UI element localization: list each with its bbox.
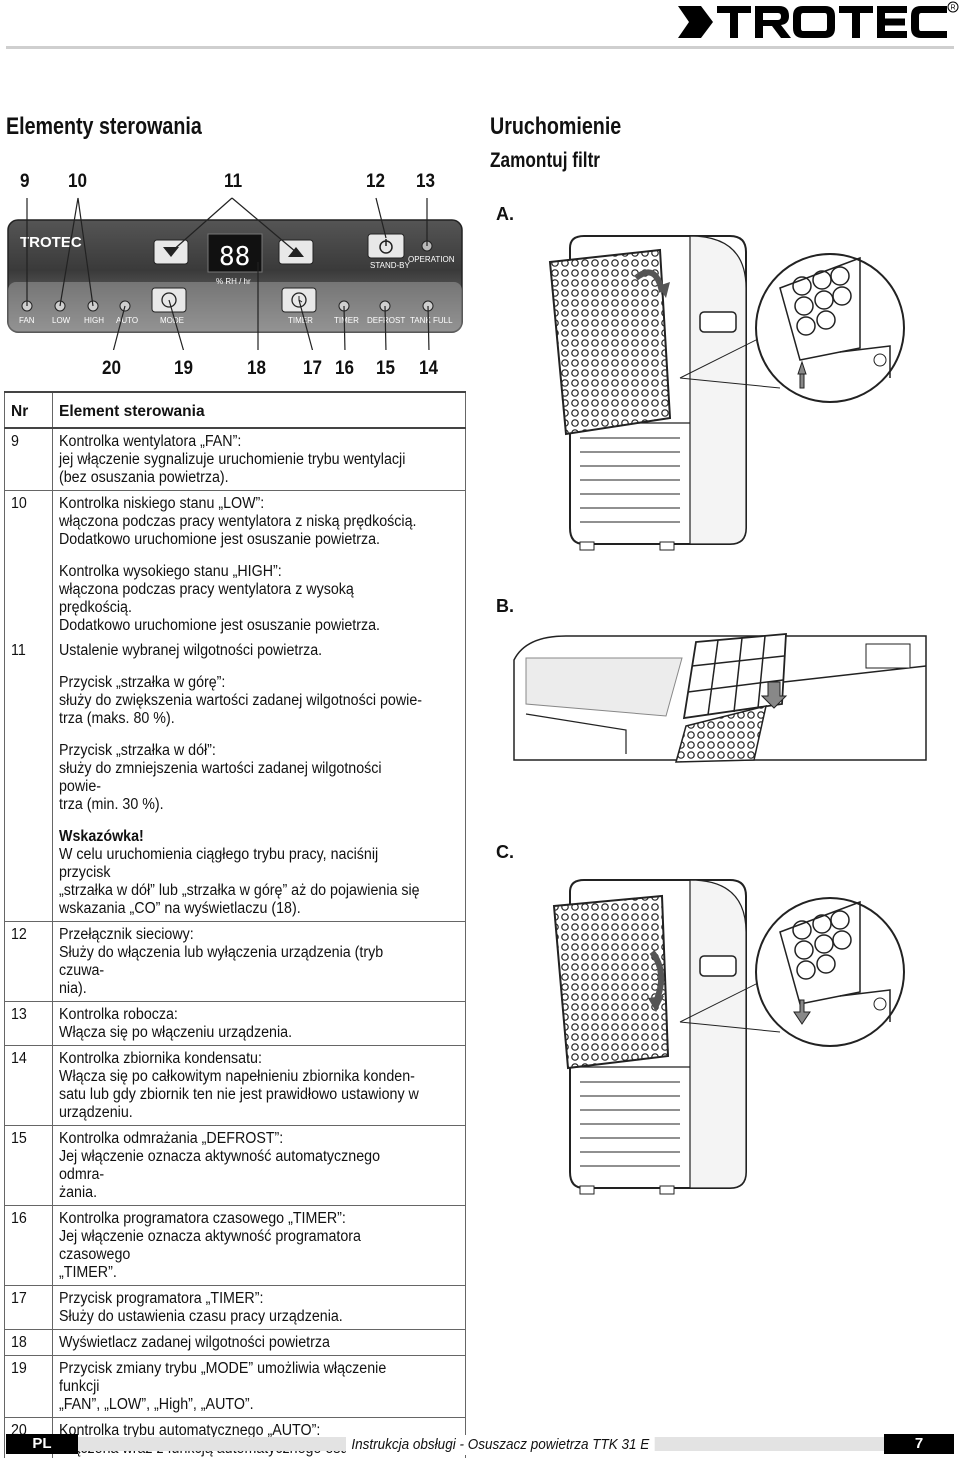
figure-label-b: B. xyxy=(496,596,514,616)
table-row: 19 Przycisk zmiany trybu „MODE” umożliwi… xyxy=(4,1355,466,1418)
svg-text:STAND-BY: STAND-BY xyxy=(370,261,411,270)
table-row: 12 Przełącznik sieciowy: Służy do włącze… xyxy=(4,921,466,1002)
control-panel-diagram: TROTEC 88 % RH / hr STAND-BY OPERATION xyxy=(7,197,463,350)
humidity-display: 88 % RH / hr xyxy=(207,233,263,286)
clock-icon xyxy=(291,292,307,308)
illustration-install-filter-b xyxy=(513,633,927,763)
svg-text:OPERATION: OPERATION xyxy=(408,255,455,264)
svg-text:HIGH: HIGH xyxy=(84,316,104,325)
row-text: Kontrolka wentylatora „FAN”: jej włączen… xyxy=(59,433,406,486)
svg-text:AUTO: AUTO xyxy=(116,316,138,325)
trotec-logo: R xyxy=(678,1,959,38)
row-number: 19 xyxy=(11,1360,27,1377)
row-number: 9 xyxy=(11,433,19,450)
page-footer: PL Instrukcja obsługi - Osuszacz powietr… xyxy=(6,1434,954,1455)
row-text: Wyświetlacz zadanej wilgotności powietrz… xyxy=(59,1334,330,1351)
figure-label-a: A. xyxy=(496,204,514,224)
row-text: Kontrolka niskiego stanu „LOW”: włączona… xyxy=(59,495,417,548)
callout-17: 17 xyxy=(303,358,323,379)
svg-text:TANK FULL: TANK FULL xyxy=(410,316,453,325)
row-text: Przycisk zmiany trybu „MODE” umożliwia w… xyxy=(59,1360,387,1413)
callout-20: 20 xyxy=(102,358,122,379)
callout-11: 11 xyxy=(224,171,243,192)
row-text: Przycisk programatora „TIMER”: Służy do … xyxy=(59,1290,343,1325)
header-rule xyxy=(6,46,954,49)
illustration-install-filter-a xyxy=(548,235,905,551)
callout-14: 14 xyxy=(419,358,439,379)
svg-text:TROTEC: TROTEC xyxy=(20,234,82,251)
svg-text:DEFROST: DEFROST xyxy=(367,316,405,325)
table-row: 14 Kontrolka zbiornika kondensatu: Włącz… xyxy=(4,1045,466,1126)
row-number: 11 xyxy=(11,642,26,659)
footer-page-number: 7 xyxy=(884,1434,954,1454)
callout-15: 15 xyxy=(376,358,396,379)
row-number: 15 xyxy=(11,1130,27,1147)
column-header-element: Element sterowania xyxy=(52,392,466,428)
row-number: 10 xyxy=(11,495,27,512)
table-header: Nr Element sterowania xyxy=(4,392,466,428)
row-number: 13 xyxy=(11,1006,27,1023)
row-text-secondary: Przycisk „strzałka w górę”: służy do zwi… xyxy=(59,674,423,727)
section-title-controls: Elementy sterowania xyxy=(6,113,202,140)
power-button[interactable]: STAND-BY xyxy=(367,233,411,270)
note-title: Wskazówka! xyxy=(59,828,144,845)
table-row: 9 Kontrolka wentylatora „FAN”: jej włącz… xyxy=(4,428,466,491)
callout-12: 12 xyxy=(366,171,386,192)
footer-language: PL xyxy=(6,1434,78,1454)
controls-table: Nr Element sterowania 9 Kontrolka wentyl… xyxy=(4,391,466,1458)
svg-text:LOW: LOW xyxy=(52,316,71,325)
row-number: 14 xyxy=(11,1050,27,1067)
row-number: 17 xyxy=(11,1290,27,1307)
svg-text:88: 88 xyxy=(219,242,250,272)
svg-text:TIMER: TIMER xyxy=(334,316,359,325)
footer-document-title: Instrukcja obsługi - Osuszacz powietrza … xyxy=(346,1435,655,1455)
section-title-startup: Uruchomienie xyxy=(490,113,622,140)
table-row: 13 Kontrolka robocza: Włącza się po włąc… xyxy=(4,1001,466,1046)
table-row: 18 Wyświetlacz zadanej wilgotności powie… xyxy=(4,1329,466,1356)
callout-16: 16 xyxy=(335,358,355,379)
row-text: Ustalenie wybranej wilgotności powietrza… xyxy=(59,642,323,659)
table-row: 17 Przycisk programatora „TIMER”: Służy … xyxy=(4,1285,466,1330)
row-number: 12 xyxy=(11,926,27,943)
row-text: Przełącznik sieciowy: Służy do włączenia… xyxy=(59,926,384,997)
row-text-tertiary: Przycisk „strzałka w dół”: służy do zmni… xyxy=(59,742,382,813)
illustration-install-filter-c xyxy=(552,879,905,1195)
panel-logo: TROTEC xyxy=(20,234,82,251)
svg-text:MODE: MODE xyxy=(160,316,184,325)
row-number: 18 xyxy=(11,1334,27,1351)
callout-9: 9 xyxy=(20,171,30,192)
row-text: Kontrolka programatora czasowego „TIMER”… xyxy=(59,1210,361,1281)
note-text: W celu uruchomienia ciągłego trybu pracy… xyxy=(59,846,420,917)
callout-13: 13 xyxy=(416,171,436,192)
svg-text:R: R xyxy=(951,5,956,12)
section-subtitle-filter: Zamontuj filtr xyxy=(490,149,601,172)
row-text: Kontrolka odmrażania „DEFROST”: Jej włąc… xyxy=(59,1130,381,1201)
svg-text:% RH / hr: % RH / hr xyxy=(216,277,251,286)
callout-18: 18 xyxy=(247,358,267,379)
column-header-nr: Nr xyxy=(4,392,53,428)
svg-text:FAN: FAN xyxy=(19,316,35,325)
callout-19: 19 xyxy=(174,358,194,379)
svg-text:TIMER: TIMER xyxy=(288,316,313,325)
row-text-secondary: Kontrolka wysokiego stanu „HIGH”: włączo… xyxy=(59,563,381,634)
table-row: 15 Kontrolka odmrażania „DEFROST”: Jej w… xyxy=(4,1125,466,1206)
mode-icon xyxy=(161,292,177,308)
callout-10: 10 xyxy=(68,171,88,192)
row-text: Kontrolka zbiornika kondensatu: Włącza s… xyxy=(59,1050,419,1121)
figure-label-c: C. xyxy=(496,842,514,862)
table-row: 10 Kontrolka niskiego stanu „LOW”: włącz… xyxy=(4,490,466,638)
row-number: 16 xyxy=(11,1210,27,1227)
table-row: 16 Kontrolka programatora czasowego „TIM… xyxy=(4,1205,466,1286)
table-row: 11 Ustalenie wybranej wilgotności powiet… xyxy=(4,638,466,922)
row-text: Kontrolka robocza: Włącza się po włączen… xyxy=(59,1006,293,1041)
